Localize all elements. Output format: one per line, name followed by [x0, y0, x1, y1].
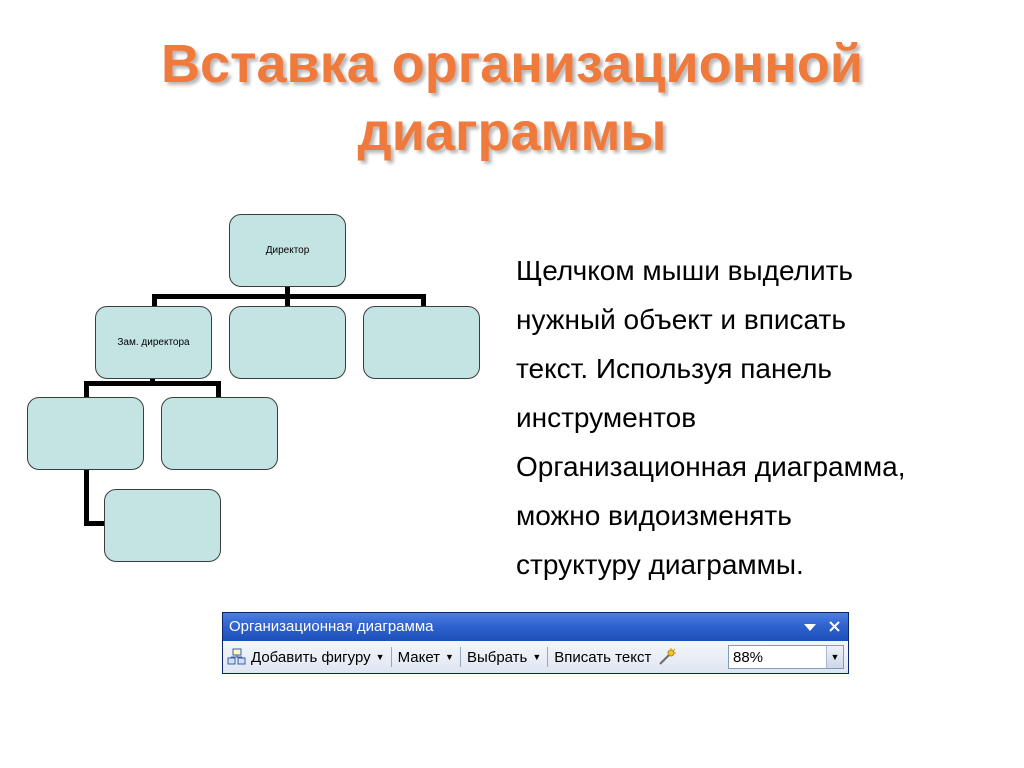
add-shape-button[interactable]: Добавить фигуру ▼ — [223, 644, 389, 670]
zoom-select[interactable]: 88% ▼ — [728, 645, 844, 669]
org-chart-toolbar: Организационная диаграмма Добавить фигур… — [222, 612, 849, 674]
instruction-line: инструментов — [516, 402, 697, 433]
connector — [421, 294, 426, 306]
layout-button[interactable]: Макет ▼ — [394, 644, 458, 670]
org-node-label: Директор — [265, 245, 310, 256]
instruction-line: Организационная диаграмма, — [516, 451, 906, 482]
slide-title-line-1: Вставка организационной — [160, 34, 864, 94]
toolbar-separator — [390, 647, 392, 667]
instruction-line: структуру диаграммы. — [516, 549, 804, 580]
select-label: Выбрать — [466, 648, 528, 666]
layout-label: Макет — [397, 648, 441, 666]
instruction-line: нужный объект и вписать — [516, 304, 846, 335]
toolbar-separator — [459, 647, 461, 667]
org-node-empty[interactable] — [161, 397, 278, 470]
toolbar-options-dropdown-icon[interactable] — [800, 613, 820, 641]
instruction-line: текст. Используя панель — [516, 353, 833, 384]
dropdown-arrow-icon: ▼ — [375, 652, 385, 662]
connector — [216, 381, 221, 399]
org-node-empty[interactable] — [27, 397, 144, 470]
select-button[interactable]: Выбрать ▼ — [463, 644, 545, 670]
instruction-text: Щелчком мыши выделить нужный объект и вп… — [516, 246, 1006, 589]
connector — [150, 374, 155, 386]
toolbar-title: Организационная диаграмма — [229, 618, 434, 635]
dropdown-arrow-icon: ▼ — [532, 652, 542, 662]
add-shape-icon — [227, 648, 247, 666]
connector — [285, 294, 290, 306]
chevron-down-icon[interactable]: ▼ — [826, 646, 843, 668]
connector — [84, 468, 89, 526]
toolbar-title-bar[interactable]: Организационная диаграмма — [223, 613, 848, 641]
zoom-value: 88% — [733, 648, 764, 666]
connector — [84, 381, 221, 386]
instruction-line: можно видоизменять — [516, 500, 792, 531]
autoformat-icon — [657, 648, 677, 666]
add-shape-label: Добавить фигуру — [251, 648, 371, 666]
org-node-director[interactable]: Директор — [229, 214, 346, 287]
dropdown-arrow-icon: ▼ — [445, 652, 454, 662]
connector — [152, 294, 157, 310]
instruction-line: Щелчком мыши выделить — [516, 255, 853, 286]
org-node-label: Зам. директора — [117, 337, 190, 348]
connector — [285, 286, 290, 300]
connector — [84, 521, 108, 526]
slide-title: Вставка организационной диаграммы — [0, 30, 1024, 166]
autoformat-button[interactable] — [655, 644, 679, 670]
toolbar-buttons: Добавить фигуру ▼ Макет ▼ Выбрать ▼ Впис… — [223, 641, 848, 673]
org-node-deputy[interactable]: Зам. директора — [95, 306, 212, 379]
slide-title-line-2: диаграммы — [357, 102, 667, 162]
close-icon[interactable] — [824, 613, 844, 641]
org-node-empty[interactable] — [229, 306, 346, 379]
toolbar-separator — [547, 647, 549, 667]
org-node-empty[interactable] — [363, 306, 480, 379]
fit-text-button[interactable]: Вписать текст — [550, 644, 655, 670]
fit-text-label: Вписать текст — [554, 648, 652, 666]
org-node-empty[interactable] — [104, 489, 221, 562]
connector — [84, 381, 89, 399]
